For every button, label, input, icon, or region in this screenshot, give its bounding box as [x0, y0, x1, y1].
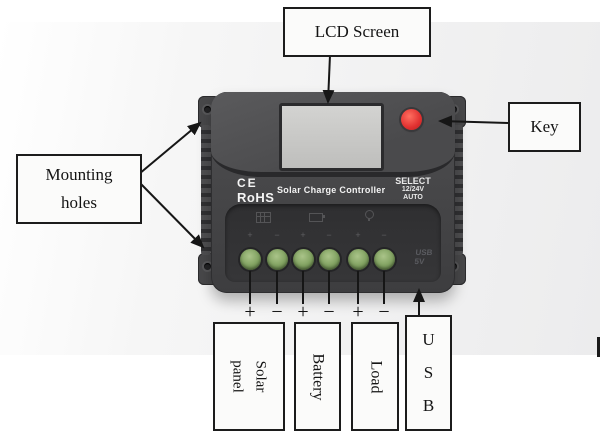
polarity-mark: + — [300, 230, 306, 240]
sign-battery-plus: + — [297, 301, 309, 323]
lcd-screen — [279, 103, 384, 171]
voltage-label: 12/24V — [401, 186, 425, 194]
battery-icon — [309, 213, 325, 222]
device-title: Solar Charge Controller — [277, 185, 386, 195]
terminal-load-plus[interactable] — [348, 249, 369, 270]
sign-solar-plus: + — [244, 301, 256, 323]
solar-panel-label-line1: Solar — [252, 360, 269, 393]
device-top-face — [211, 92, 455, 177]
label-box-usb: U S B — [405, 315, 452, 431]
usb-port-label: USB 5V — [414, 248, 433, 266]
rohs-mark: RoHS — [237, 190, 275, 205]
charge-controller-device: CE RoHS Solar Charge Controller SELECT 1… — [196, 92, 468, 293]
load-label: Load — [367, 360, 384, 393]
terminal-battery-minus[interactable] — [319, 249, 340, 270]
mounting-label-line2: holes — [61, 193, 97, 213]
polarity-mark: − — [274, 230, 280, 240]
terminal-solar-minus[interactable] — [267, 249, 288, 270]
key-label: Key — [530, 117, 559, 136]
label-box-solar-panel: Solar panel — [213, 322, 285, 431]
usb-label-letter-s: S — [423, 363, 434, 382]
sign-load-minus: − — [378, 301, 390, 323]
heatsink-fins-left — [201, 125, 211, 255]
sign-battery-minus: − — [323, 301, 335, 323]
usb-label-letter-u: U — [422, 330, 435, 349]
terminal-solar-plus[interactable] — [240, 249, 261, 270]
terminal-load-minus[interactable] — [374, 249, 395, 270]
lcd-screen-label: LCD Screen — [314, 22, 400, 41]
polarity-mark: − — [381, 230, 387, 240]
auto-label: AUTO — [403, 193, 423, 201]
device-body: CE RoHS Solar Charge Controller SELECT 1… — [211, 92, 455, 293]
cropped-edge-mark — [597, 337, 600, 357]
solar-panel-icon — [256, 212, 271, 223]
battery-label: Battery — [309, 352, 327, 401]
usb-port-line1: USB — [415, 248, 433, 257]
sign-solar-minus: − — [271, 301, 283, 323]
terminal-panel: + − + − + − USB 5V — [225, 204, 441, 282]
solar-panel-label: Solar panel — [226, 360, 271, 392]
mounting-label-line1: Mounting — [45, 164, 113, 184]
select-voltage-block: SELECT 12/24V AUTO — [388, 176, 438, 201]
polarity-mark: + — [355, 230, 361, 240]
solar-panel-label-line2: panel — [229, 360, 246, 393]
polarity-mark: + — [247, 230, 253, 240]
label-box-mounting-holes: Mounting holes — [16, 154, 142, 224]
label-box-key: Key — [508, 102, 581, 152]
heatsink-fins-right — [453, 125, 463, 255]
label-box-battery: Battery — [294, 322, 341, 431]
ce-mark: CE — [237, 176, 258, 190]
key-button[interactable] — [401, 109, 422, 130]
lamp-icon — [365, 210, 374, 221]
mounting-hole-icon — [204, 263, 211, 270]
mounting-hole-icon — [204, 106, 211, 113]
ce-rohs-logo: CE RoHS — [237, 176, 274, 205]
label-box-load: Load — [351, 322, 399, 431]
terminal-battery-plus[interactable] — [293, 249, 314, 270]
polarity-mark: − — [326, 230, 332, 240]
usb-label-letter-b: B — [422, 396, 435, 415]
usb-port-line2: 5V — [414, 257, 425, 267]
sign-load-plus: + — [352, 301, 364, 323]
label-box-lcd-screen: LCD Screen — [283, 7, 431, 57]
select-label: SELECT — [395, 176, 431, 186]
